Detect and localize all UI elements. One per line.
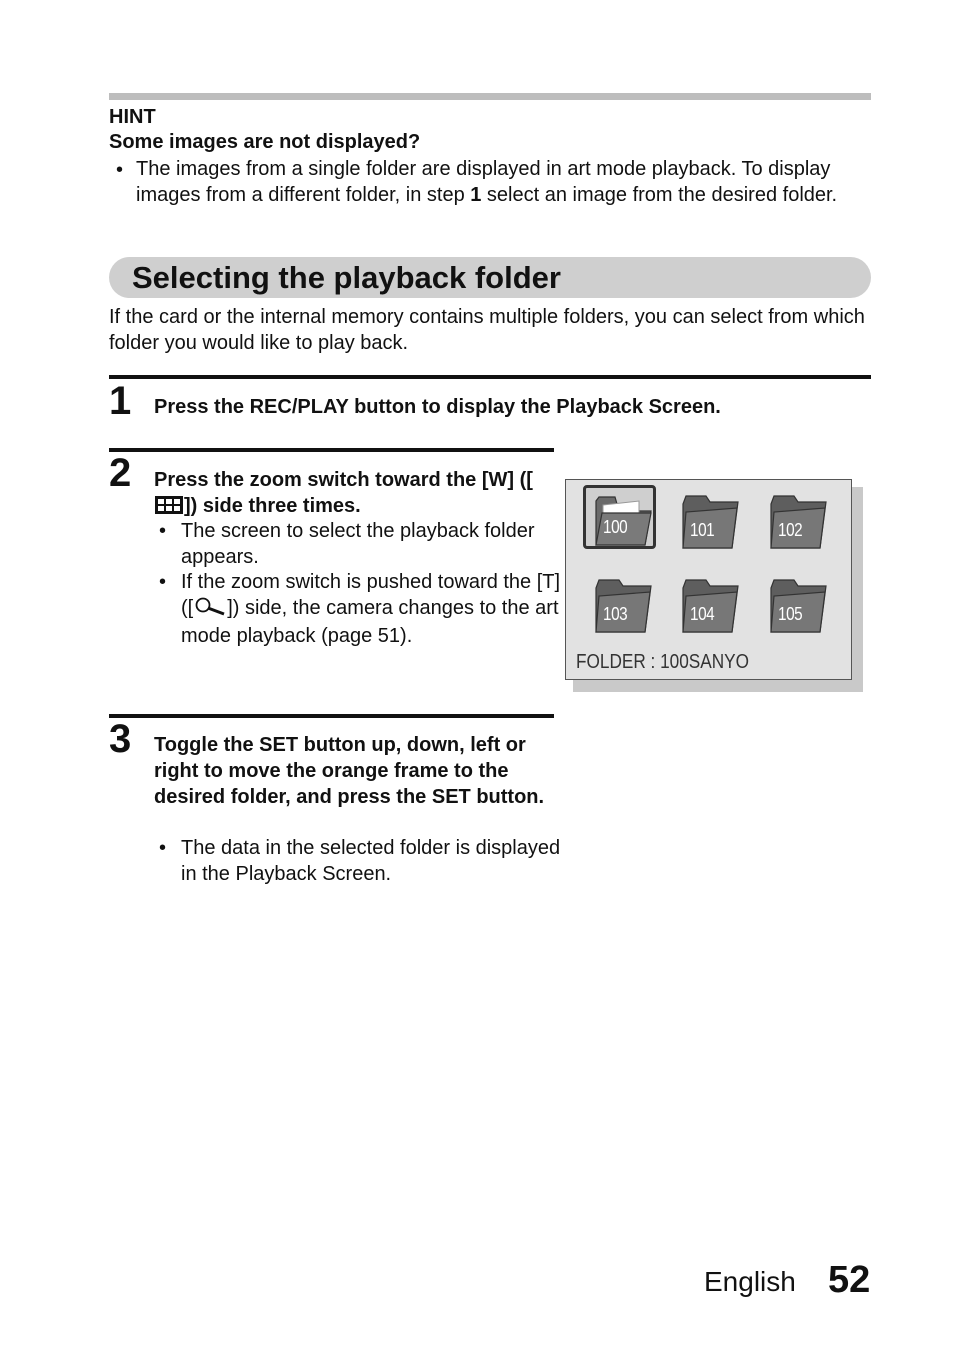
folder-icon-103[interactable]: 103	[593, 578, 653, 634]
section-intro: If the card or the internal memory conta…	[109, 306, 865, 354]
step-2-bullet-1: •The screen to select the playback folde…	[159, 520, 535, 568]
step-2-bullet-2: •If the zoom switch is pushed toward the…	[159, 571, 561, 647]
hint-bullet: •	[116, 159, 124, 181]
step-1-number: 1	[109, 379, 132, 423]
folder-label: 102	[778, 520, 803, 540]
step-2-divider	[109, 448, 554, 452]
step-3-bullet-1: •The data in the selected folder is disp…	[159, 837, 561, 885]
folder-icon-104[interactable]: 104	[680, 578, 740, 634]
index-view-icon	[154, 495, 184, 522]
hint-title: HINT	[109, 106, 156, 128]
folder-label: 101	[690, 520, 715, 540]
hint-divider	[109, 93, 871, 100]
step-1-divider	[109, 375, 871, 379]
step-3-number: 3	[109, 717, 132, 761]
section-title-background	[109, 257, 871, 298]
folder-caption: FOLDER : 100SANYO	[576, 651, 750, 673]
folder-label: 103	[603, 604, 628, 624]
hint-text: The images from a single folder are disp…	[136, 158, 838, 206]
folder-icon-105[interactable]: 105	[768, 578, 828, 634]
folder-label: 100	[603, 517, 628, 537]
folder-icon-100[interactable]: 100	[593, 491, 653, 547]
folder-icon-101[interactable]: 101	[680, 494, 740, 550]
magnify-icon	[193, 597, 227, 625]
footer-language: English	[704, 1266, 796, 1297]
folder-label: 104	[690, 604, 715, 624]
step-3-heading: Toggle the SET button up, down, left or …	[154, 734, 545, 808]
folder-label: 105	[778, 604, 803, 624]
folder-icon-102[interactable]: 102	[768, 494, 828, 550]
section-title: Selecting the playback folder	[132, 260, 561, 295]
step-2-heading: Press the zoom switch toward the [W] ([]…	[154, 467, 554, 522]
step-2-number: 2	[109, 451, 132, 495]
step-1-heading: Press the REC/PLAY button to display the…	[154, 396, 721, 418]
page-number: 52	[828, 1259, 871, 1301]
hint-question: Some images are not displayed?	[109, 131, 421, 153]
step-3-divider	[109, 714, 554, 718]
